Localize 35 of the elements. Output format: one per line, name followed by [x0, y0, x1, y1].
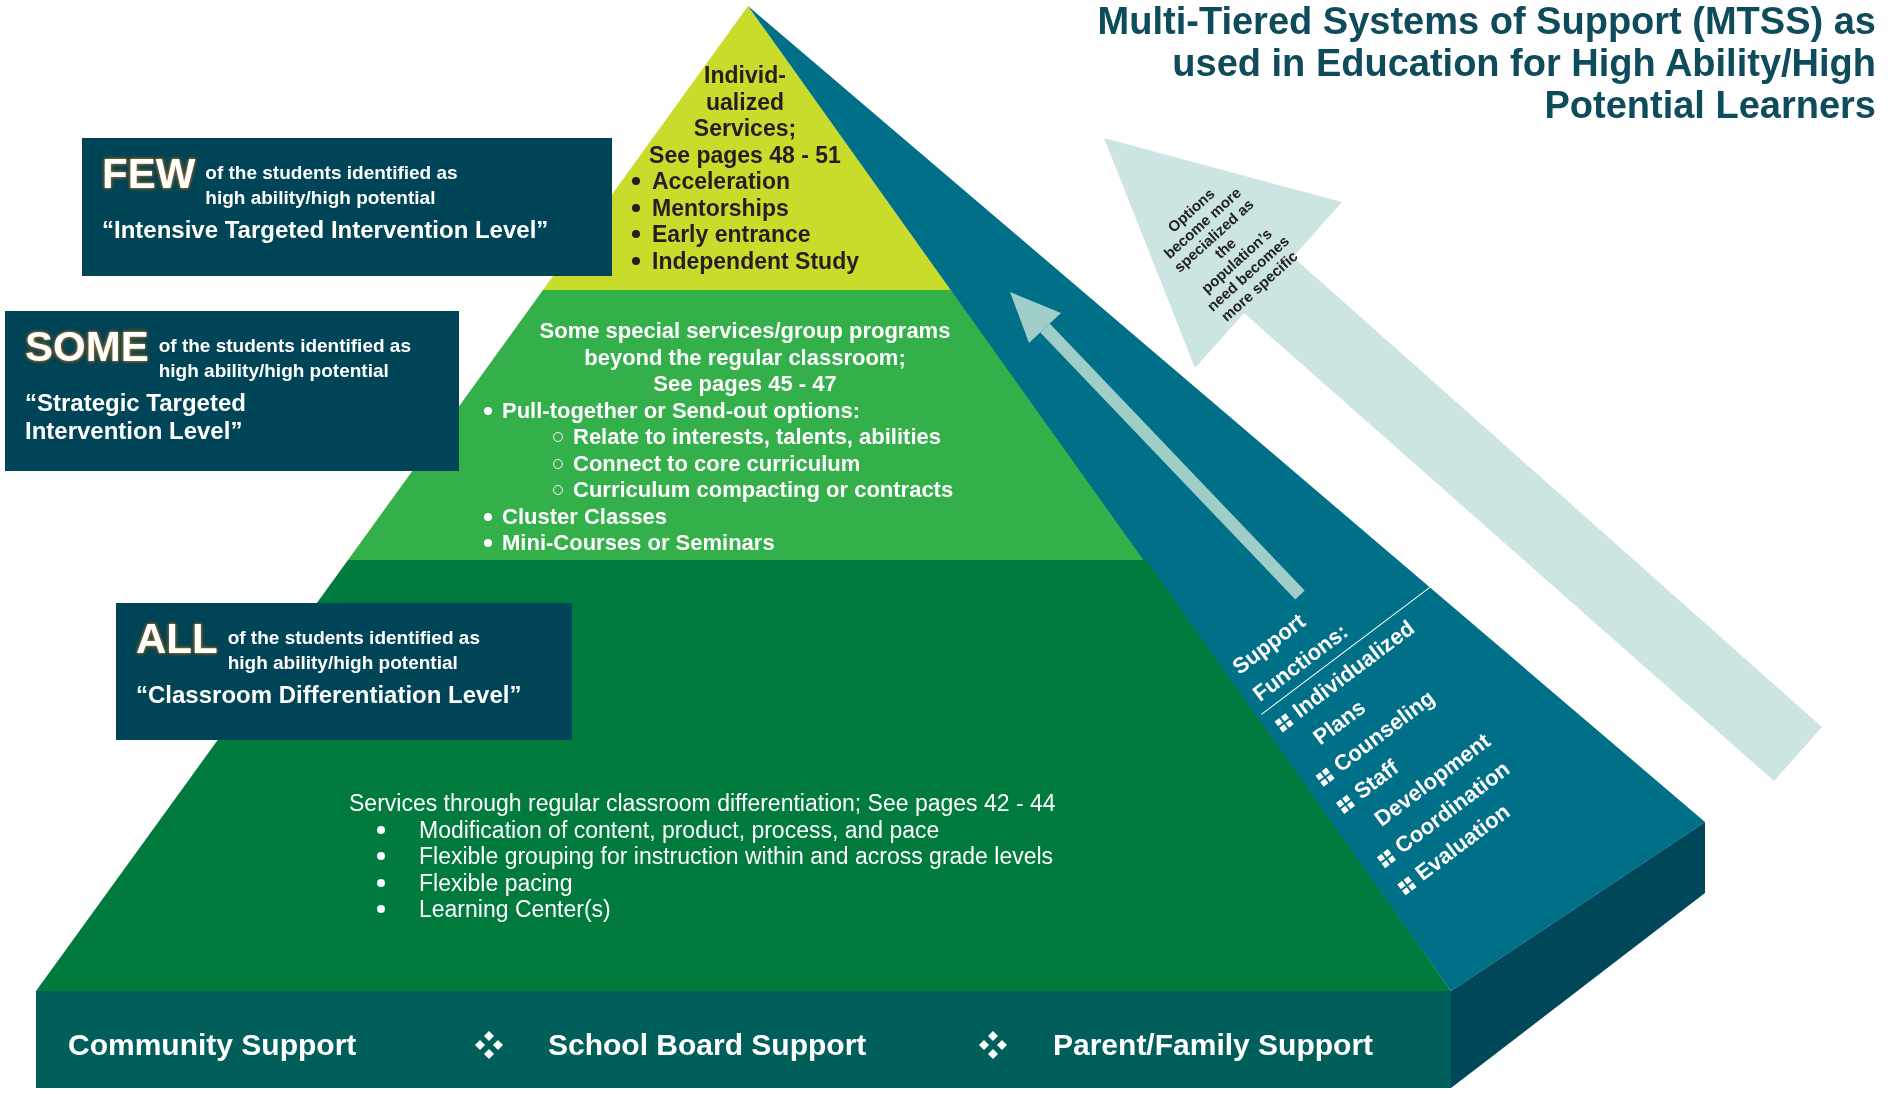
level-word: SOME — [25, 323, 149, 371]
level-name: “Strategic Targeted Intervention Level” — [25, 389, 247, 445]
list-item: Mentorships — [652, 194, 789, 221]
tier-description: Services through regular classroom differentiation; See pages 42 - 44 — [349, 790, 1056, 816]
list-item: Early entrance — [652, 221, 811, 248]
level-box — [82, 138, 612, 276]
list-item: Acceleration — [652, 168, 791, 195]
sub-list-item: Connect to core curriculum — [573, 450, 861, 477]
page-reference: See pages 45 - 47 — [653, 371, 837, 396]
level-word: FEW — [102, 150, 196, 198]
list-item: Flexible pacing — [419, 869, 573, 896]
list-item: Independent Study — [652, 247, 859, 274]
list-item: Mini-Courses or Seminars — [502, 530, 775, 557]
level-name: “Intensive Targeted Intervention Level” — [102, 216, 550, 244]
tier-heading: Some special services/group programs beyond the regular classroom; — [538, 318, 952, 371]
title: Multi-Tiered Systems of Support (MTSS) as used in Education for High Ability/High Potential Learners — [1096, 0, 1876, 126]
sub-list-item: Relate to interests, talents, abilities — [573, 424, 941, 451]
level-description: of the students identified as high ability/high potential — [227, 626, 481, 675]
level-description: of the students identified as high ability/high potential — [158, 334, 412, 383]
tier-heading: Individ- ualized Services; — [692, 62, 798, 142]
sub-list-item: Curriculum compacting or contracts — [573, 477, 954, 504]
level-word: ALL — [136, 615, 218, 663]
support-band — [36, 991, 1451, 1088]
list-item: Flexible grouping for instruction within and across grade levels — [419, 843, 1054, 870]
list-item: Modification of content, product, process, and pace — [419, 816, 940, 843]
list-item: Cluster Classes — [502, 503, 668, 530]
list-item: Pull-together or Send-out options: — [502, 397, 861, 424]
support-label: School Board Support — [548, 1027, 867, 1063]
level-box — [5, 311, 459, 471]
list-item: Learning Center(s) — [419, 896, 611, 923]
page-reference: See pages 48 - 51 — [649, 141, 841, 168]
support-label: Community Support — [68, 1027, 357, 1063]
level-name: “Classroom Differentiation Level” — [136, 681, 523, 709]
level-description: of the students identified as high ability/high potential — [205, 161, 459, 210]
support-label: Parent/Family Support — [1053, 1027, 1374, 1063]
